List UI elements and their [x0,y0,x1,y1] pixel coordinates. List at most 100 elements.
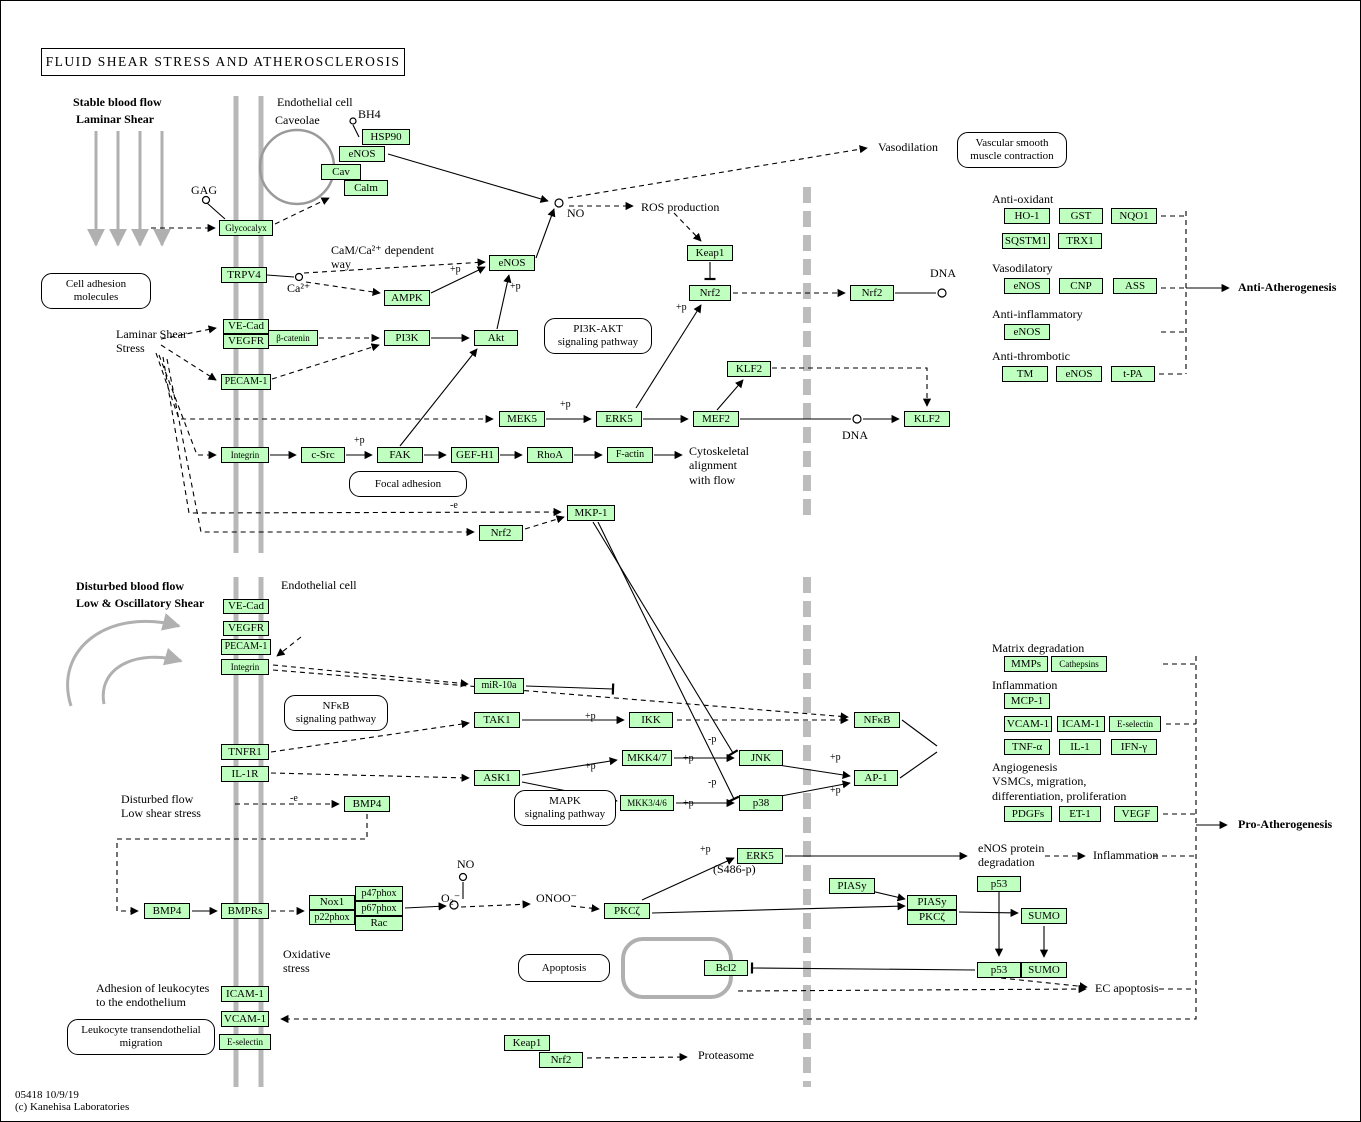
node-nrf2-2[interactable]: Nrf2 [479,525,523,541]
node-p67phox[interactable]: p67phox [355,901,403,916]
node-il1r[interactable]: IL-1R [221,766,269,782]
node-gst[interactable]: GST [1059,208,1103,224]
node-ass[interactable]: ASS [1113,278,1157,294]
node-mef2[interactable]: MEF2 [693,411,739,427]
node-cav[interactable]: Cav [321,164,361,180]
node-ikk[interactable]: IKK [629,712,673,728]
pathway-box-cell-adhesion-molecules[interactable]: Cell adhesion molecules [41,273,151,309]
node-klf2-cyto[interactable]: KLF2 [727,361,771,377]
node-ask1[interactable]: ASK1 [474,770,520,786]
node-tnfa[interactable]: TNF-α [1004,739,1050,755]
node-vcam1-2[interactable]: VCAM-1 [221,1011,269,1027]
node-integrin-2[interactable]: Integrin [221,659,269,675]
pathway-box-apoptosis[interactable]: Apoptosis [518,954,610,982]
node-trx1[interactable]: TRX1 [1058,233,1102,249]
node-klf2-nuc[interactable]: KLF2 [904,411,950,427]
node-hsp90[interactable]: HSP90 [362,129,410,145]
node-pecam1-1[interactable]: PECAM-1 [221,374,271,390]
node-sumo-2[interactable]: SUMO [1021,962,1067,978]
node-trpv4[interactable]: TRPV4 [221,267,267,283]
node-p38[interactable]: p38 [739,795,783,811]
node-vegf[interactable]: VEGF [1114,806,1158,822]
node-ve-cad-2[interactable]: VE-Cad [223,599,269,614]
pathway-box-mapk-pathway[interactable]: MAPK signaling pathway [514,790,616,826]
node-bmprs[interactable]: BMPRs [221,903,269,919]
node-keap1-2[interactable]: Keap1 [504,1035,550,1051]
node-erk5-1[interactable]: ERK5 [596,411,642,427]
node-tnfr1[interactable]: TNFR1 [221,744,269,760]
node-glycocalyx[interactable]: Glycocalyx [219,220,273,236]
node-c-src[interactable]: c-Src [301,447,345,463]
node-ho1[interactable]: HO-1 [1004,208,1050,224]
node-tm[interactable]: TM [1002,366,1048,382]
node-ve-cad-1[interactable]: VE-Cad [223,319,269,334]
node-jnk[interactable]: JNK [739,750,783,766]
node-nrf2-nuc[interactable]: Nrf2 [850,285,894,301]
node-mkk346[interactable]: MKK3/4/6 [620,795,674,811]
pathway-box-vsm-contraction[interactable]: Vascular smooth muscle contraction [957,132,1067,168]
node-nrf2-cyto[interactable]: Nrf2 [689,285,731,301]
node-eselectin-2[interactable]: E-selectin [219,1034,271,1050]
node-pdgfs[interactable]: PDGFs [1004,806,1052,822]
node-mcp1[interactable]: MCP-1 [1004,693,1050,709]
pathway-box-pi3k-akt-pathway[interactable]: PI3K-AKT signaling pathway [544,318,652,354]
node-akt[interactable]: Akt [474,330,518,346]
node-pi3k[interactable]: PI3K [384,330,430,346]
node-ampk[interactable]: AMPK [384,290,430,306]
node-nqo1[interactable]: NQO1 [1111,208,1157,224]
node-vcam1-1[interactable]: VCAM-1 [1004,716,1052,732]
node-gef-h1[interactable]: GEF-H1 [451,447,499,463]
node-f-actin[interactable]: F-actin [607,447,653,463]
node-icam1-2[interactable]: ICAM-1 [221,986,269,1002]
node-enos-antithromb[interactable]: eNOS [1056,366,1102,382]
node-sumo-1[interactable]: SUMO [1021,908,1067,924]
pathway-box-leukocyte-migration[interactable]: Leukocyte transendothelial migration [67,1019,215,1055]
node-et1[interactable]: ET-1 [1059,806,1101,822]
node-piasy-2[interactable]: PIASy [907,895,957,910]
node-pkcz-2[interactable]: PKCζ [907,910,957,925]
node-bmp4-2[interactable]: BMP4 [144,903,190,919]
node-enos-vaso[interactable]: eNOS [1004,278,1050,294]
node-icam1-1[interactable]: ICAM-1 [1057,716,1105,732]
node-vegfr-2[interactable]: VEGFR [223,621,269,636]
node-ifng[interactable]: IFN-γ [1111,739,1157,755]
node-mir10a[interactable]: miR-10a [474,678,524,694]
node-keap1-1[interactable]: Keap1 [687,245,733,261]
node-integrin-1[interactable]: Integrin [221,447,269,463]
node-sqstm1[interactable]: SQSTM1 [1002,233,1050,249]
pathway-box-focal-adhesion[interactable]: Focal adhesion [349,471,467,497]
node-mkp1[interactable]: MKP-1 [567,505,615,521]
node-p53-1[interactable]: p53 [977,876,1021,892]
node-cnp[interactable]: CNP [1059,278,1103,294]
node-p22phox[interactable]: p22phox [309,910,355,925]
node-pecam1-2[interactable]: PECAM-1 [221,639,271,655]
node-rhoa[interactable]: RhoA [527,447,573,463]
node-eselectin-1[interactable]: E-selectin [1109,716,1161,732]
node-nox1[interactable]: Nox1 [309,895,355,910]
node-nfkb[interactable]: NFκB [854,712,900,728]
node-calm[interactable]: Calm [344,180,388,196]
node-mmps[interactable]: MMPs [1004,656,1048,672]
node-bcl2[interactable]: Bcl2 [704,960,748,976]
node-p53-2[interactable]: p53 [977,962,1021,978]
node-il1[interactable]: IL-1 [1059,739,1101,755]
node-enos-cam[interactable]: eNOS [489,255,535,271]
node-b-catenin[interactable]: β-catenin [268,330,318,346]
node-nrf2-3[interactable]: Nrf2 [539,1052,583,1068]
node-rac[interactable]: Rac [355,916,403,931]
node-enos-antiinflam[interactable]: eNOS [1004,324,1050,340]
node-bmp4-1[interactable]: BMP4 [344,796,390,812]
node-cathepsins[interactable]: Cathepsins [1051,656,1107,672]
node-ap1[interactable]: AP-1 [854,770,898,786]
node-pkcz-1[interactable]: PKCζ [604,903,650,919]
node-tak1[interactable]: TAK1 [474,712,520,728]
node-vegfr-1[interactable]: VEGFR [223,334,269,349]
node-enos-caveolae[interactable]: eNOS [339,146,385,162]
pathway-box-nfkb-pathway[interactable]: NFκB signaling pathway [284,695,388,731]
node-tpa[interactable]: t-PA [1111,366,1155,382]
node-p47phox[interactable]: p47phox [355,886,403,901]
node-mek5[interactable]: MEK5 [499,411,545,427]
node-mkk47[interactable]: MKK4/7 [622,750,672,766]
node-fak[interactable]: FAK [377,447,423,463]
node-piasy-1[interactable]: PIASy [829,878,875,894]
